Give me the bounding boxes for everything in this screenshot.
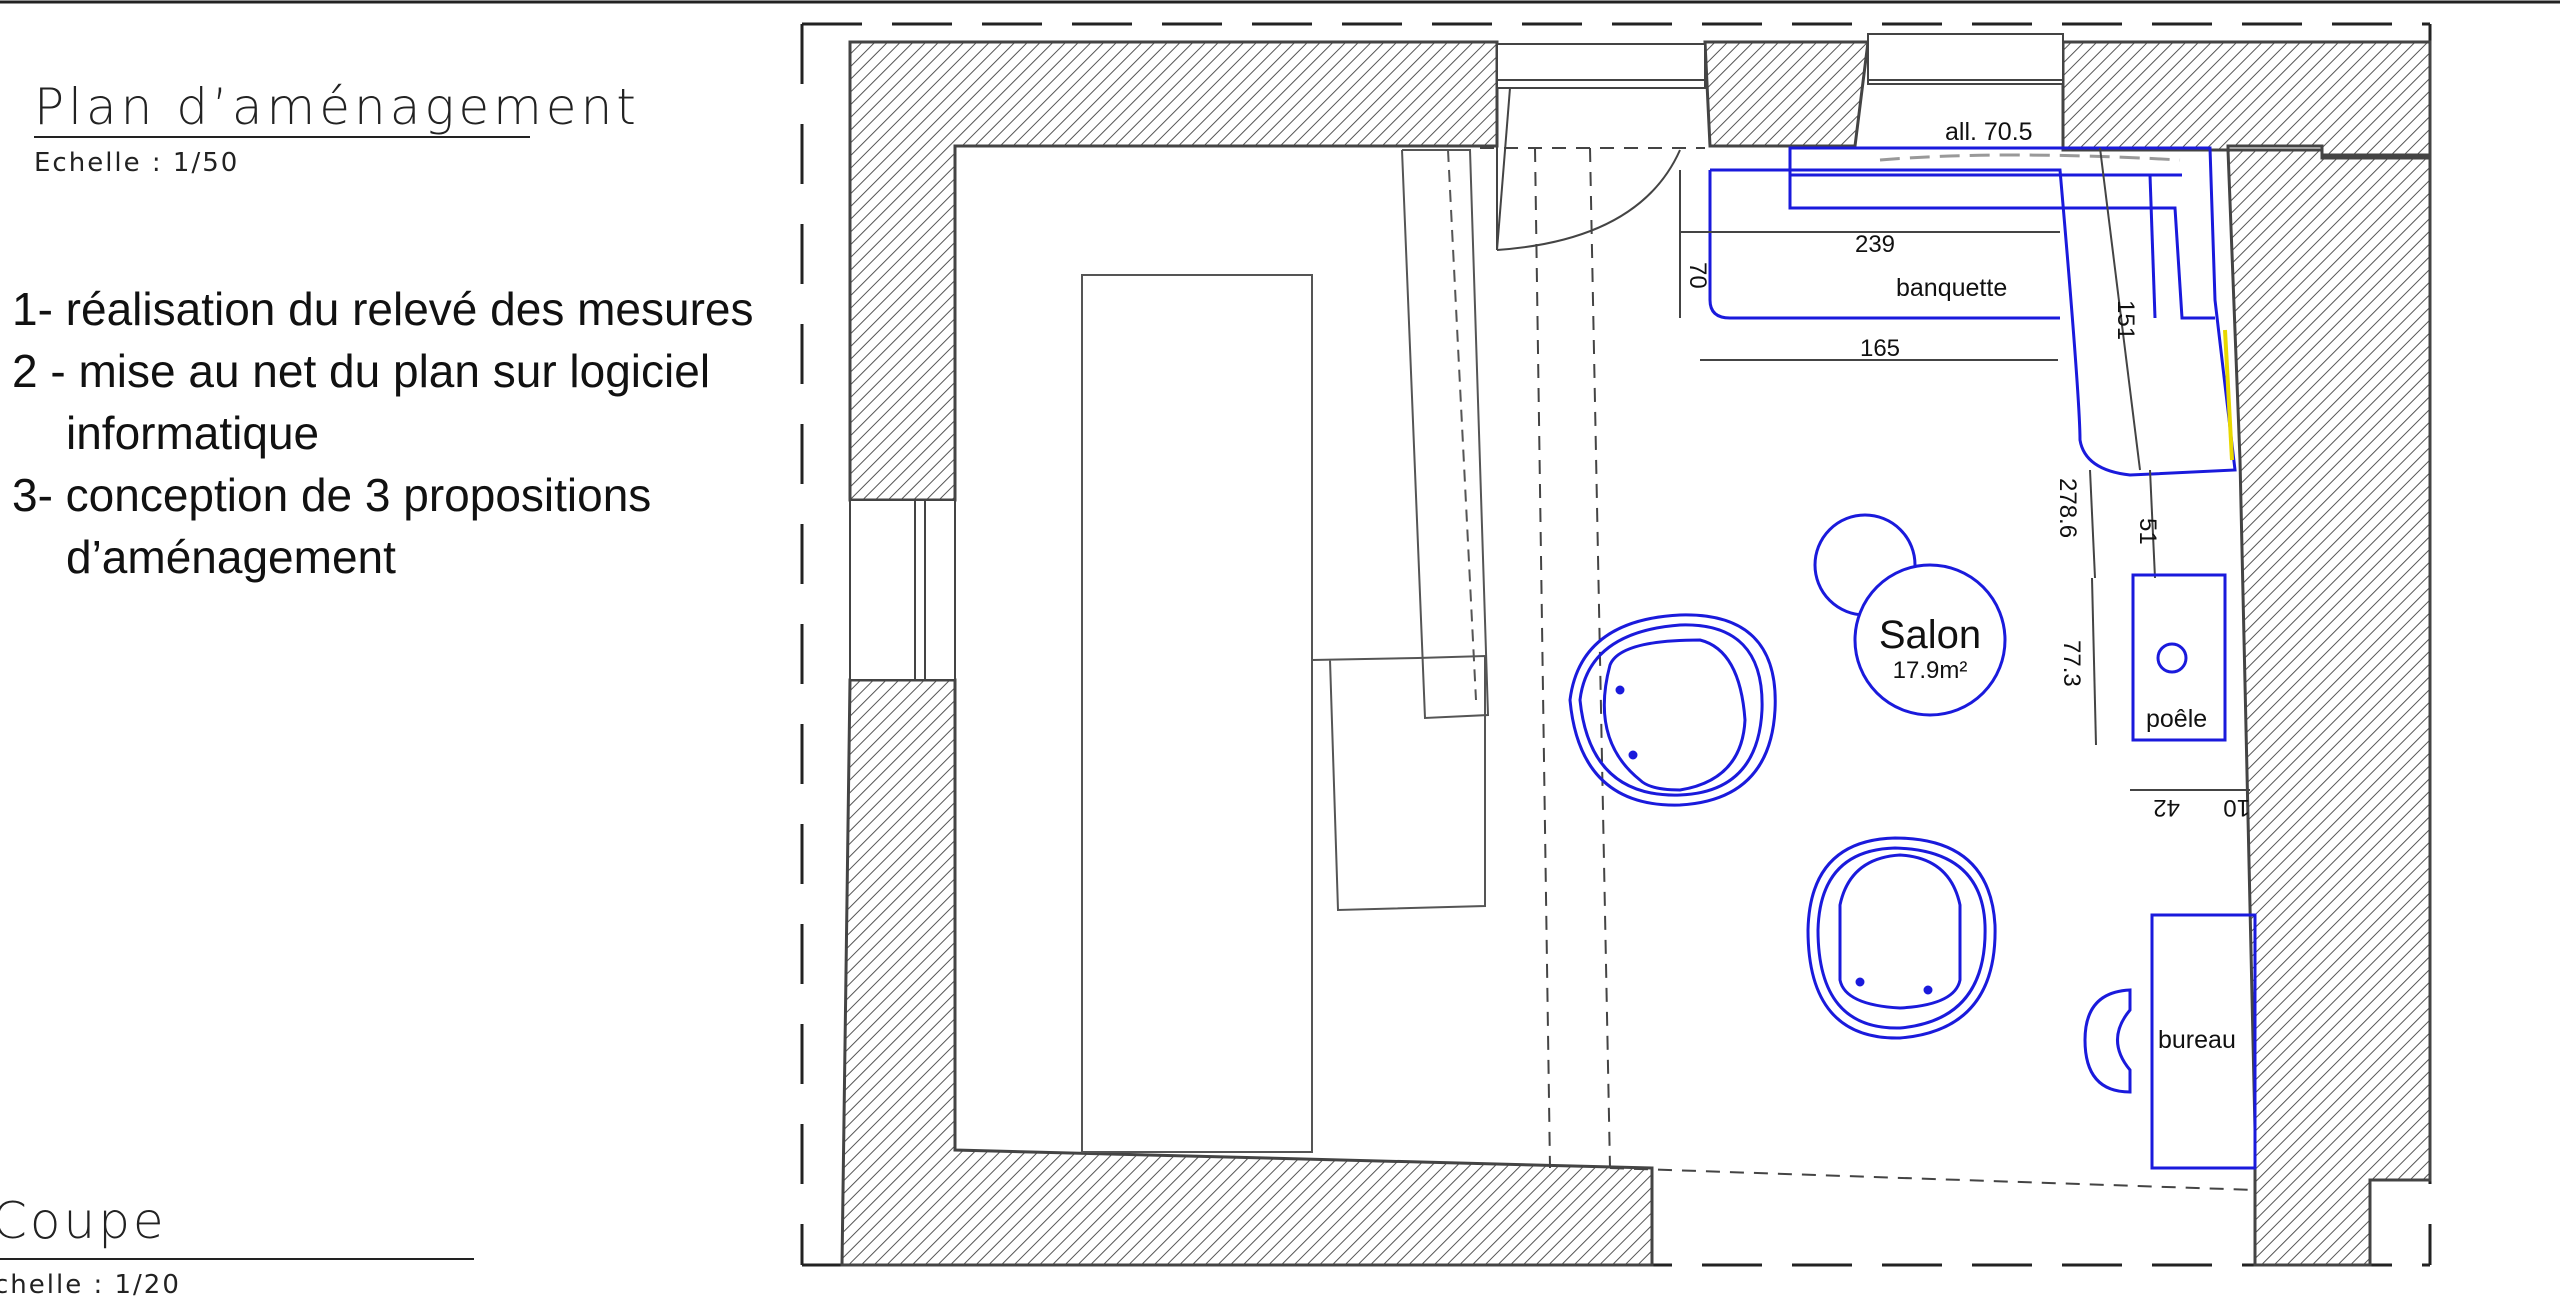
allee-label: all. 70.5 <box>1945 118 2033 146</box>
dimension-lines <box>1679 147 2250 791</box>
dim-70: 70 <box>1684 262 1711 289</box>
wall-top-middle <box>1703 40 1870 148</box>
wall-right <box>2226 148 2432 1267</box>
dim-239: 239 <box>1855 231 1895 258</box>
coupe-title-underline <box>0 1258 474 1260</box>
bureau-label: bureau <box>2158 1026 2236 1054</box>
windows <box>849 33 2064 681</box>
step-3-continued: d’aménagement <box>66 531 396 583</box>
wall-bottom-left <box>840 678 1654 1267</box>
steps-list: 1- réalisation du relevé des mesures 2 -… <box>12 278 753 588</box>
plan-scale: Echelle : 1/50 <box>34 148 240 178</box>
poele-label: poêle <box>2146 705 2207 733</box>
dim-51: 51 <box>2134 518 2161 545</box>
zone-lines <box>1480 147 2256 1191</box>
step-2: 2 - mise au net du plan sur logiciel <box>12 345 711 397</box>
dim-278: 278.6 <box>2054 478 2081 538</box>
armchair-left <box>1568 613 1777 807</box>
dim-165: 165 <box>1860 335 1900 362</box>
room-name: Salon <box>1879 613 1981 657</box>
bureau <box>2083 913 2257 1170</box>
door <box>1496 87 1681 251</box>
wall-top-left <box>848 40 1499 502</box>
room-area: 17.9m² <box>1893 657 1968 684</box>
wall-top-right <box>2061 40 2432 157</box>
kitchen-island <box>1081 274 1313 1153</box>
coupe-scale: chelle : 1/20 <box>0 1270 181 1300</box>
window-top-left <box>1496 43 1706 89</box>
dashed-frame <box>800 22 2432 1267</box>
yellow-accent <box>2223 329 2234 461</box>
step-1: 1- réalisation du relevé des mesures <box>12 283 754 335</box>
dim-42: 42 <box>2153 794 2180 821</box>
banquette <box>1708 146 2237 477</box>
dim-10: 10 <box>2223 794 2250 821</box>
plan-title-underline <box>34 136 530 138</box>
poele <box>2131 573 2227 742</box>
banquette-label: banquette <box>1896 274 2007 302</box>
walls <box>840 40 2432 1267</box>
window-left <box>849 499 956 681</box>
plan-title: Plan d’aménagement <box>34 78 640 136</box>
coupe-title: Coupe <box>0 1192 167 1250</box>
armchair-right <box>1806 836 1997 1040</box>
step-2-continued: informatique <box>66 407 320 459</box>
window-top-right <box>1867 33 2064 85</box>
step-3: 3- conception de 3 propositions <box>12 469 652 521</box>
side-tables <box>1813 513 2007 717</box>
dim-151: 151 <box>2112 300 2139 340</box>
dim-77: 77.3 <box>2058 640 2085 687</box>
existing-fixtures <box>1081 149 1490 1153</box>
